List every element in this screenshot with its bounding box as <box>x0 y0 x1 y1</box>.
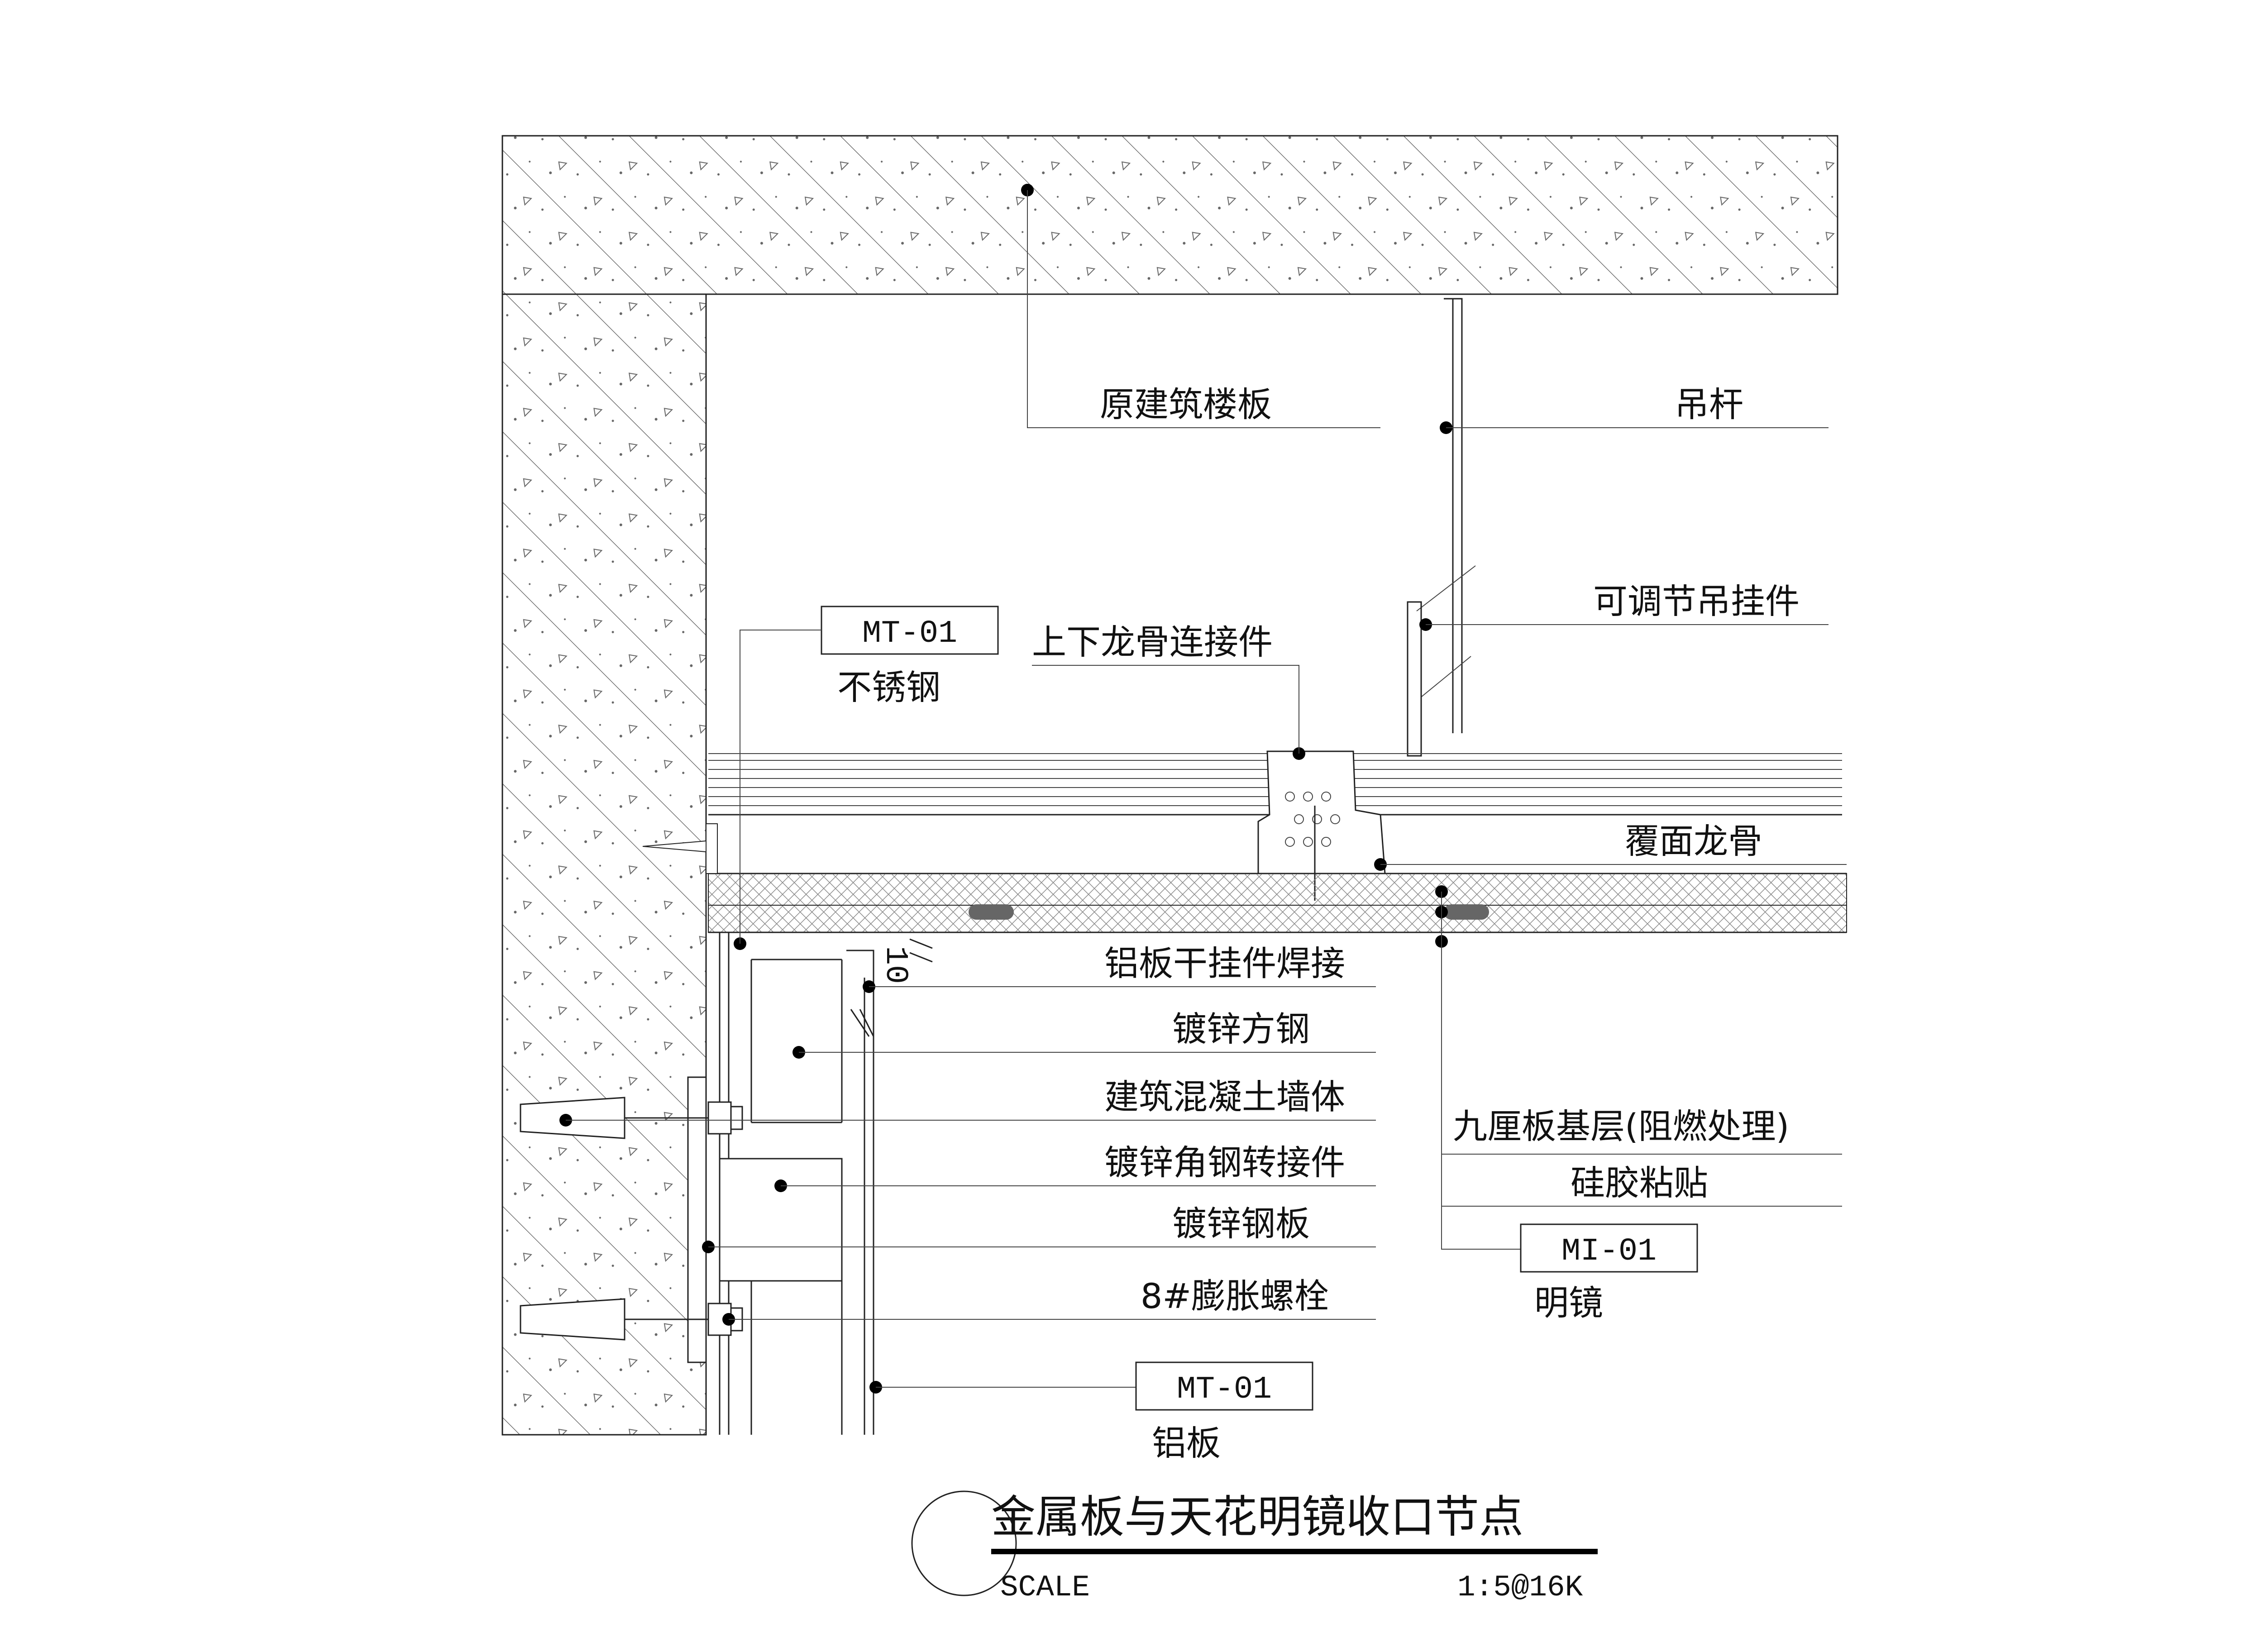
label-concrete-wall: 建筑混凝土墙体 <box>1104 1077 1345 1117</box>
label-cover-keel: 覆面龙骨 <box>1625 821 1762 861</box>
label-bolt: 8#膨胀螺栓 <box>1141 1276 1329 1316</box>
label-adjustable-hanger: 可调节吊挂件 <box>1593 581 1800 621</box>
title-circle <box>911 1490 1017 1596</box>
wall-screw <box>642 823 718 874</box>
angle-steel-adapter <box>719 1158 843 1282</box>
label-steel-plate: 镀锌钢板 <box>1172 1203 1310 1244</box>
dimension-10: 10 <box>877 938 933 984</box>
label-square-tube: 镀锌方钢 <box>1172 1009 1310 1049</box>
code-aluminum: MT-01 <box>1177 1372 1272 1408</box>
adjustable-hanger <box>1407 601 1422 757</box>
code-box-mirror <box>1520 1223 1698 1273</box>
code-mirror: MI-01 <box>1561 1234 1657 1270</box>
label-angle-adapter: 镀锌角钢转接件 <box>1104 1142 1345 1183</box>
drawing-title: 金属板与天花明镜收口节点 <box>991 1491 1523 1543</box>
label-connector: 上下龙骨连接件 <box>1032 622 1273 662</box>
label-weld: 铝板干挂件焊接 <box>1104 943 1345 984</box>
title-block: 金属板与天花明镜收口节点 SCALE 1:5@16K <box>911 1490 1598 1604</box>
plywood-base-layer <box>708 873 1847 906</box>
label-hanger-rod: 吊杆 <box>1675 384 1743 425</box>
expansion-bolt-top <box>520 1097 743 1139</box>
concrete-wall <box>501 293 707 1436</box>
hanger-rod <box>1407 298 1476 757</box>
label-plywood-base: 九厘板基层(阻燃处理) <box>1453 1106 1789 1146</box>
keel-connector <box>1257 750 1386 901</box>
label-slab: 原建筑楼板 <box>1100 384 1272 425</box>
expansion-bolt-bottom <box>520 1298 743 1341</box>
weld-bracket <box>846 950 874 1435</box>
silicone-bead-1 <box>969 904 1014 920</box>
square-steel-tube <box>750 959 843 1435</box>
scale-label: SCALE <box>1000 1571 1090 1604</box>
code-stainless: MT-01 <box>862 616 957 652</box>
floor-slab <box>501 135 1838 295</box>
galvanized-steel-plate <box>687 1076 707 1363</box>
silicone-bead-2 <box>1444 904 1489 920</box>
label-mirror: 明镜 <box>1534 1283 1603 1323</box>
label-stainless: 不锈钢 <box>837 667 941 707</box>
code-box-aluminum <box>1135 1361 1313 1411</box>
scale-value: 1:5@16K <box>1457 1571 1583 1604</box>
label-aluminum: 铝板 <box>1152 1423 1221 1463</box>
dimension-value: 10 <box>877 946 913 984</box>
mirror-layer <box>708 905 1847 933</box>
label-silicone: 硅胶粘贴 <box>1571 1163 1708 1203</box>
